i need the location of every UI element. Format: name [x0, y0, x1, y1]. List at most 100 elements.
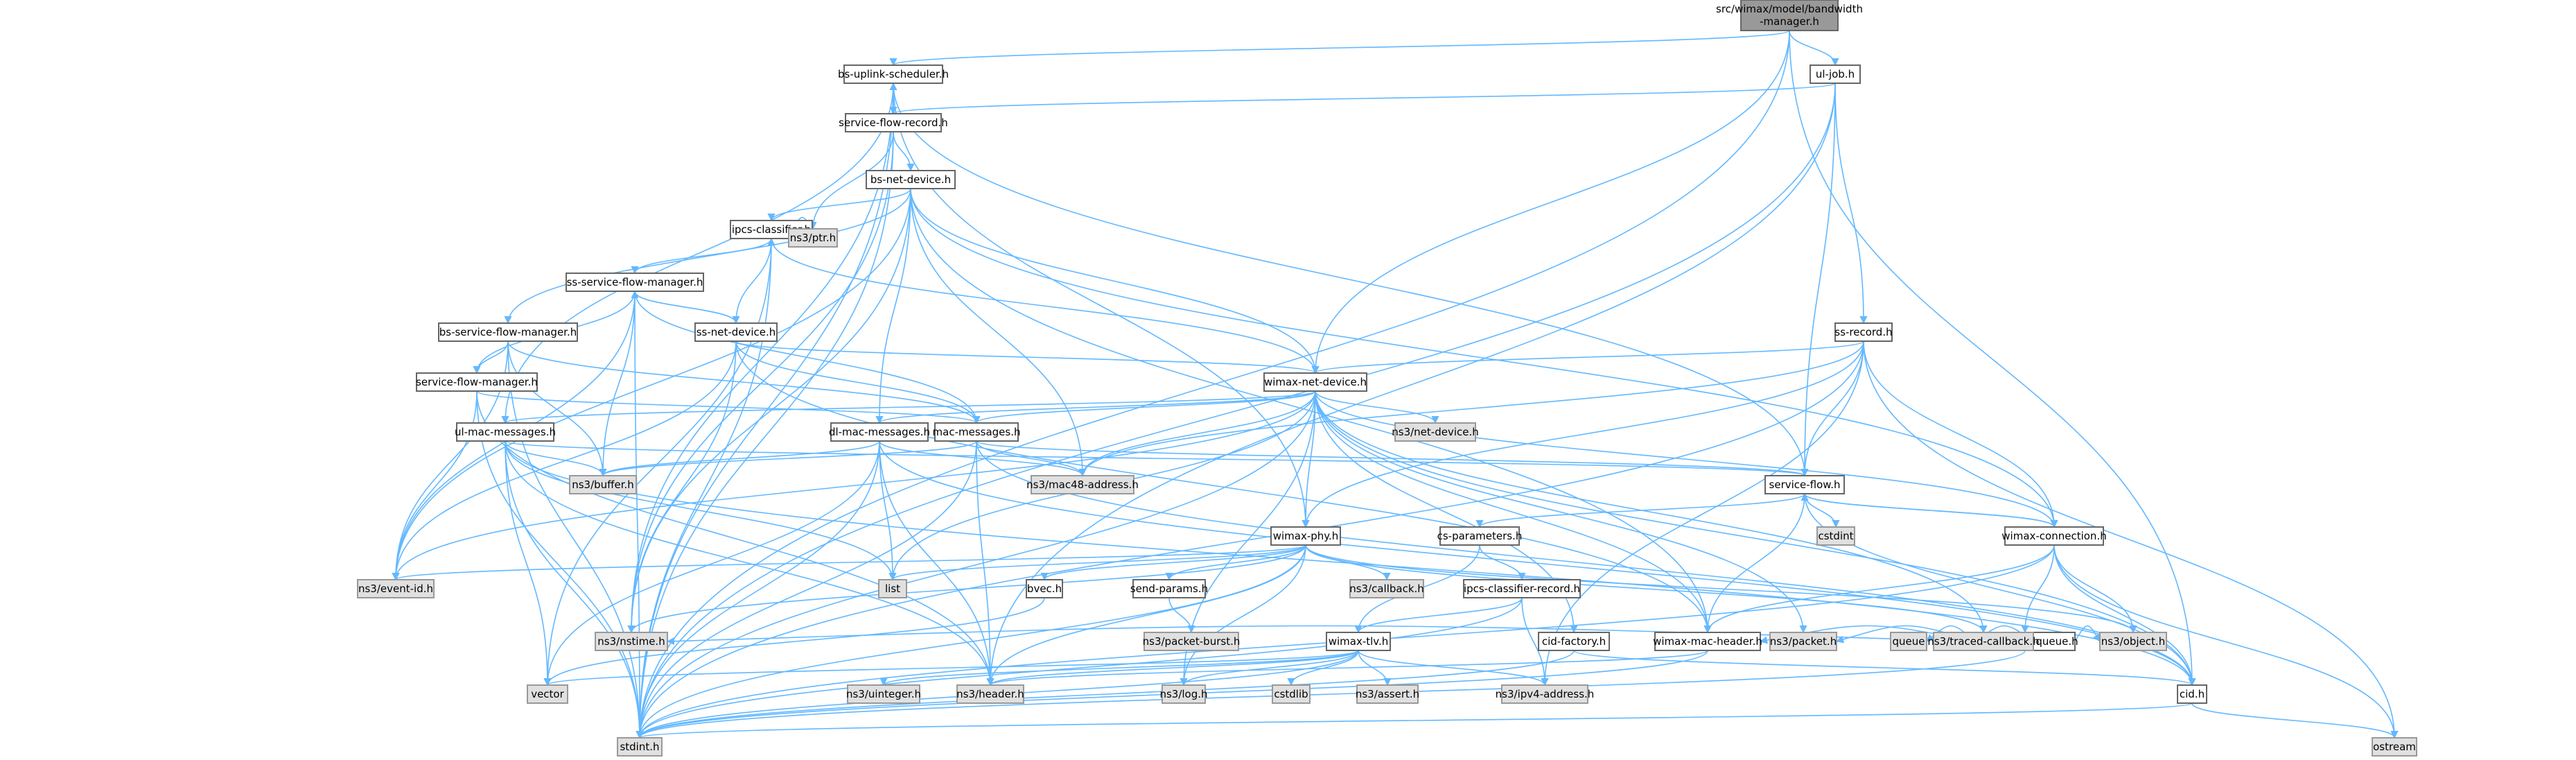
node-box-wimax-connection[interactable] [2004, 526, 2104, 546]
node-box-log[interactable] [1162, 684, 1206, 704]
node-cid-factory[interactable]: cid-factory.h [1538, 632, 1610, 651]
node-cs-parameters[interactable]: cs-parameters.h [1437, 526, 1523, 546]
node-event-id[interactable]: ns3/event-id.h [357, 579, 435, 598]
node-service-flow[interactable]: service-flow.h [1764, 475, 1845, 494]
node-cstdint[interactable]: cstdint [1816, 526, 1855, 546]
node-box-bs-uplink-scheduler[interactable] [843, 64, 943, 84]
node-object[interactable]: ns3/object.h [2099, 632, 2167, 651]
node-box-wimax-tlv[interactable] [1326, 632, 1391, 651]
node-box-nstime[interactable] [595, 632, 668, 651]
node-box-cid-factory[interactable] [1538, 632, 1610, 651]
node-box-object[interactable] [2099, 632, 2167, 651]
node-service-flow-record[interactable]: service-flow-record.h [839, 113, 948, 132]
node-ptr[interactable]: ns3/ptr.h [788, 228, 838, 248]
node-box-traced-callback[interactable] [1933, 632, 2034, 651]
node-assert[interactable]: ns3/assert.h [1356, 684, 1419, 704]
node-box-service-flow-record[interactable] [845, 113, 942, 132]
node-wimax-connection[interactable]: wimax-connection.h [2001, 526, 2107, 546]
node-buffer[interactable]: ns3/buffer.h [569, 475, 637, 494]
edge-ul-mac-messages-to-stdint [505, 440, 644, 739]
node-box-queue[interactable] [1890, 632, 1927, 651]
node-box-service-flow-manager[interactable] [416, 372, 538, 392]
node-box-bvec[interactable] [1026, 579, 1063, 598]
node-box-net-device[interactable] [1394, 422, 1476, 442]
node-mac48-address[interactable]: ns3/mac48-address.h [1026, 475, 1139, 494]
node-box-ptr[interactable] [788, 228, 838, 248]
node-box-mac-messages[interactable] [934, 422, 1019, 442]
node-log[interactable]: ns3/log.h [1159, 684, 1208, 704]
node-box-buffer[interactable] [569, 475, 637, 494]
node-ul-job[interactable]: ul-job.h [1810, 64, 1861, 84]
node-box-bs-net-device[interactable] [866, 170, 956, 189]
node-box-wimax-net-device[interactable] [1263, 372, 1367, 392]
node-box-packet[interactable] [1769, 632, 1837, 651]
node-ss-service-flow-manager[interactable]: ss-service-flow-manager.h [566, 273, 704, 292]
node-net-device[interactable]: ns3/net-device.h [1392, 422, 1479, 442]
node-packet[interactable]: ns3/packet.h [1769, 632, 1837, 651]
node-box-service-flow[interactable] [1764, 475, 1845, 494]
node-box-ostream[interactable] [2372, 737, 2417, 757]
node-wimax-net-device[interactable]: wimax-net-device.h [1263, 372, 1367, 392]
node-cstdlib[interactable]: cstdlib [1272, 684, 1311, 704]
node-box-event-id[interactable] [357, 579, 435, 598]
node-box-cid[interactable] [2177, 684, 2207, 704]
node-bvec[interactable]: bvec.h [1026, 579, 1063, 598]
node-packet-burst[interactable]: ns3/packet-burst.h [1143, 632, 1241, 651]
node-box-cs-parameters[interactable] [1439, 526, 1520, 546]
node-send-params[interactable]: send-params.h [1130, 579, 1208, 598]
node-box-uinteger[interactable] [847, 684, 920, 704]
node-bs-service-flow-manager[interactable]: bs-service-flow-manager.h [438, 322, 578, 342]
node-bs-net-device[interactable]: bs-net-device.h [866, 170, 956, 189]
node-stdint[interactable]: stdint.h [617, 737, 663, 757]
node-box-ipcs-classifier-record[interactable] [1463, 579, 1581, 598]
node-box-ipv4-address[interactable] [1501, 684, 1588, 704]
node-ostream[interactable]: ostream [2372, 737, 2417, 757]
node-box-header[interactable] [956, 684, 1024, 704]
node-box-cstdint[interactable] [1816, 526, 1855, 546]
node-box-stdint[interactable] [617, 737, 663, 757]
node-wimax-tlv[interactable]: wimax-tlv.h [1326, 632, 1391, 651]
node-box-mac48-address[interactable] [1031, 475, 1134, 494]
node-ss-record[interactable]: ss-record.h [1834, 322, 1893, 342]
node-ipv4-address[interactable]: ns3/ipv4-address.h [1496, 684, 1595, 704]
node-callback[interactable]: ns3/callback.h [1349, 579, 1424, 598]
node-queue[interactable]: queue [1890, 632, 1927, 651]
node-box-assert[interactable] [1356, 684, 1419, 704]
node-box-cstdlib[interactable] [1272, 684, 1311, 704]
node-ss-net-device[interactable]: ss-net-device.h [694, 322, 778, 342]
node-box-callback[interactable] [1349, 579, 1424, 598]
node-list[interactable]: list [878, 579, 907, 598]
node-nstime[interactable]: ns3/nstime.h [595, 632, 668, 651]
node-ul-mac-messages[interactable]: ul-mac-messages.h [455, 422, 556, 442]
node-box-dl-mac-messages[interactable] [830, 422, 929, 442]
node-wimax-mac-header[interactable]: wimax-mac-header.h [1653, 632, 1762, 651]
node-vector[interactable]: vector [527, 684, 568, 704]
node-header[interactable]: ns3/header.h [956, 684, 1024, 704]
node-box-send-params[interactable] [1132, 579, 1206, 598]
node-service-flow-manager[interactable]: service-flow-manager.h [416, 372, 538, 392]
node-bs-uplink-scheduler[interactable]: bs-uplink-scheduler.h [838, 64, 949, 84]
node-box-ul-mac-messages[interactable] [456, 422, 554, 442]
node-box-bs-service-flow-manager[interactable] [438, 322, 578, 342]
node-cid[interactable]: cid.h [2177, 684, 2207, 704]
node-box-ss-net-device[interactable] [694, 322, 778, 342]
node-box-packet-burst[interactable] [1144, 632, 1239, 651]
node-box-wimax-mac-header[interactable] [1654, 632, 1761, 651]
node-mac-messages[interactable]: mac-messages.h [933, 422, 1021, 442]
edge-ss-record-to-wimax-phy [1302, 340, 1864, 528]
node-box-ss-service-flow-manager[interactable] [566, 273, 704, 292]
node-box-ul-job[interactable] [1810, 64, 1861, 84]
node-traced-callback[interactable]: ns3/traced-callback.h [1927, 632, 2040, 651]
edge-ul-job-to-header [986, 83, 1836, 686]
node-box-vector[interactable] [527, 684, 568, 704]
node-dl-mac-messages[interactable]: dl-mac-messages.h [829, 422, 930, 442]
node-box-list[interactable] [878, 579, 907, 598]
node-wimax-phy[interactable]: wimax-phy.h [1270, 526, 1341, 546]
node-box-ss-record[interactable] [1834, 322, 1893, 342]
node-box-wimax-phy[interactable] [1270, 526, 1341, 546]
node-box-root[interactable] [1740, 0, 1839, 31]
node-root[interactable]: src/wimax/model/bandwidth-manager.h [1716, 0, 1863, 31]
node-ipcs-classifier-record[interactable]: ipcs-classifier-record.h [1463, 579, 1581, 598]
node-uinteger[interactable]: ns3/uinteger.h [846, 684, 921, 704]
